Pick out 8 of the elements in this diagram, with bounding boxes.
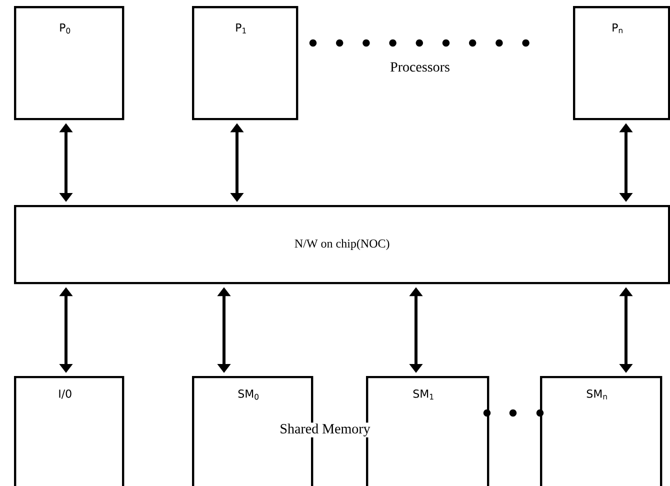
component-box: P$_{1}$ <box>192 6 298 120</box>
network-box: N/W on chip(NOC) <box>14 204 670 284</box>
group-label: Processors <box>389 61 451 73</box>
component-box: P$_{0}$ <box>14 6 124 120</box>
component-box: SM$_{n}$ <box>540 376 662 486</box>
component-box: P$_{n}$ <box>573 6 670 120</box>
component-box: I/0 <box>14 376 124 486</box>
group-label: Shared Memory <box>278 422 372 438</box>
